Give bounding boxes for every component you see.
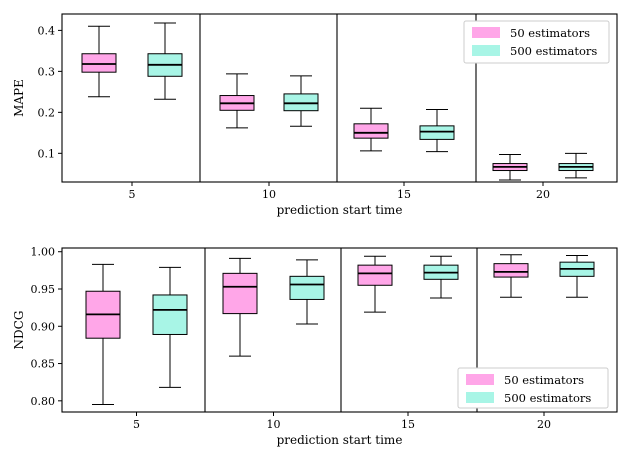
legend-label: 50 estimators	[504, 373, 584, 387]
box-15-1	[357, 255, 393, 313]
x-tick-label: 5	[133, 418, 140, 431]
legend-label: 50 estimators	[510, 26, 590, 40]
box-20-1	[492, 154, 528, 181]
y-axis-label: MAPE	[12, 79, 26, 117]
x-tick-label: 10	[262, 188, 276, 201]
plot-frame	[61, 13, 618, 183]
box-10-1	[219, 73, 255, 129]
chart-panel-1: 0.1 0.2 0.3 0.4 5 10 15 20 prediction start time…	[12, 13, 618, 217]
x-tick-label: 10	[267, 418, 281, 431]
box-5-2	[152, 266, 188, 388]
box-15-2	[419, 108, 455, 153]
y-tick-label: 1.00	[31, 246, 56, 259]
x-axis-label: prediction start time	[277, 433, 403, 447]
box-15-1	[353, 107, 389, 152]
y-axis-label: NDCG	[12, 311, 26, 350]
x-tick-label: 15	[401, 418, 415, 431]
y-tick-label: 0.2	[38, 106, 56, 119]
box-5-1	[81, 25, 117, 98]
y-tick-label: 0.85	[31, 358, 56, 371]
legend-label: 500 estimators	[504, 391, 591, 405]
legend-swatch	[466, 392, 494, 403]
chart-panel-2: 0.80 0.85 0.90 0.95 1.00 5 10 15 20 prediction st…	[12, 246, 618, 447]
box-10-2	[283, 75, 319, 127]
y-tick-label: 0.3	[38, 65, 56, 78]
box-iqr	[357, 264, 393, 286]
box-iqr	[152, 294, 188, 335]
legend-swatch	[472, 27, 500, 38]
box-iqr	[283, 93, 319, 112]
plot-frame	[61, 247, 618, 413]
legend-box	[463, 20, 610, 64]
box-iqr	[419, 125, 455, 140]
x-tick-label: 15	[397, 188, 411, 201]
x-tick-label: 5	[129, 188, 136, 201]
box-20-1	[493, 254, 529, 298]
box-15-2	[423, 255, 459, 299]
box-10-1	[222, 257, 258, 357]
box-10-2	[289, 259, 325, 325]
box-20-2	[558, 152, 594, 179]
legend: 50 estimators 500 estimators	[457, 367, 609, 409]
legend-swatch	[472, 45, 500, 56]
box-5-2	[147, 22, 183, 100]
y-tick-label: 0.90	[31, 320, 56, 333]
box-iqr	[222, 272, 258, 315]
box-iqr	[289, 275, 325, 300]
legend-swatch	[466, 374, 494, 385]
box-iqr	[353, 123, 389, 139]
box-iqr	[81, 53, 117, 73]
box-20-2	[559, 254, 595, 298]
x-tick-label: 20	[536, 188, 550, 201]
box-iqr	[493, 263, 529, 278]
box-5-1	[85, 263, 121, 406]
y-tick-label: 0.80	[31, 395, 56, 408]
legend-label: 500 estimators	[510, 44, 597, 58]
legend: 50 estimators 500 estimators	[463, 20, 610, 64]
y-tick-label: 0.1	[38, 147, 56, 160]
y-tick-label: 0.95	[31, 283, 56, 296]
y-tick-label: 0.4	[38, 24, 56, 37]
x-tick-label: 20	[537, 418, 551, 431]
x-axis-label: prediction start time	[277, 203, 403, 217]
legend-box	[457, 367, 609, 409]
